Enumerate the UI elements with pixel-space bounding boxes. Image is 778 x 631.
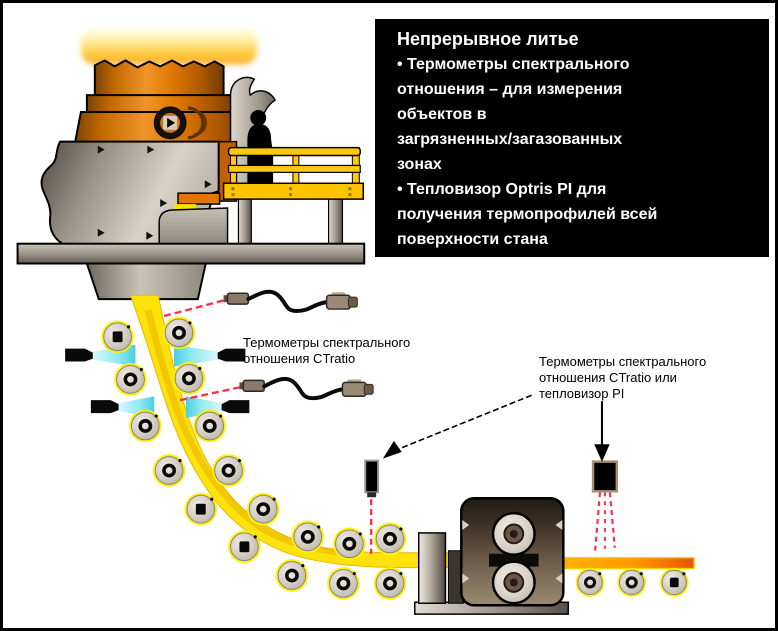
spray-nozzle-icon <box>90 400 119 414</box>
mill-roll-icon <box>491 511 536 556</box>
ct-thermometer-icon <box>179 376 374 402</box>
mill-roll-icon <box>491 560 536 605</box>
platform-deck <box>222 182 364 200</box>
machine-body <box>40 140 229 247</box>
roller <box>575 568 605 597</box>
ct-thermometer-icon <box>163 289 358 318</box>
roller <box>228 530 261 564</box>
roller <box>212 454 245 487</box>
ct-thermometer-label: Термометры спектрального отношения CTrat… <box>243 335 411 366</box>
roller <box>275 559 309 592</box>
laser-sight-line <box>593 492 602 552</box>
arrow-line <box>396 394 532 451</box>
rolled-strip <box>560 556 695 570</box>
roller <box>617 568 647 597</box>
spray-nozzle-icon <box>65 348 93 362</box>
label-arrows <box>382 394 610 462</box>
roller <box>101 320 134 354</box>
ct-or-pi-label: Термометры спектрального отношения CTrat… <box>539 354 707 401</box>
spray-nozzle-icon <box>221 400 250 414</box>
roller <box>162 316 196 350</box>
rolling-mill-stand <box>414 497 570 615</box>
info-panel-title: Непрерывное литье <box>397 29 579 49</box>
roller <box>659 568 689 597</box>
arrowhead-icon <box>594 444 610 462</box>
spray-nozzle-icon <box>217 348 246 362</box>
roller <box>184 492 218 526</box>
machine-base <box>16 242 366 265</box>
roller-banks <box>101 316 689 600</box>
ladle-valve-icon <box>153 106 207 140</box>
laser-sight-line <box>163 298 229 318</box>
pyrometer-icon <box>364 459 380 554</box>
laser-sight-line <box>608 492 616 548</box>
laser-sight-line <box>179 385 245 402</box>
platform-leg <box>327 197 344 248</box>
molten-glow <box>80 26 258 65</box>
roller <box>291 520 325 554</box>
diagram-canvas <box>16 26 695 615</box>
roller <box>373 522 407 556</box>
info-panel: Непрерывное литье • Термометры спектраль… <box>375 19 769 257</box>
roller <box>114 363 147 396</box>
roller <box>172 362 206 395</box>
platform-leg <box>237 197 252 248</box>
roller <box>373 567 407 600</box>
roller <box>152 454 186 487</box>
roller <box>246 492 280 526</box>
bolt-marks <box>97 145 212 240</box>
platform-railing <box>227 146 362 186</box>
roller <box>333 527 366 561</box>
ladle <box>73 59 249 144</box>
roller <box>193 409 227 443</box>
info-panel-bullet: • Тепловизор Optris PI для получения тер… <box>397 181 658 248</box>
roller <box>128 409 162 443</box>
roller <box>327 567 360 600</box>
arrowhead-icon <box>382 440 402 459</box>
info-panel-bullet: • Термометры спектрального отношения – д… <box>397 56 630 173</box>
pi-camera-icon <box>591 460 619 552</box>
mould-outlet <box>85 262 207 301</box>
